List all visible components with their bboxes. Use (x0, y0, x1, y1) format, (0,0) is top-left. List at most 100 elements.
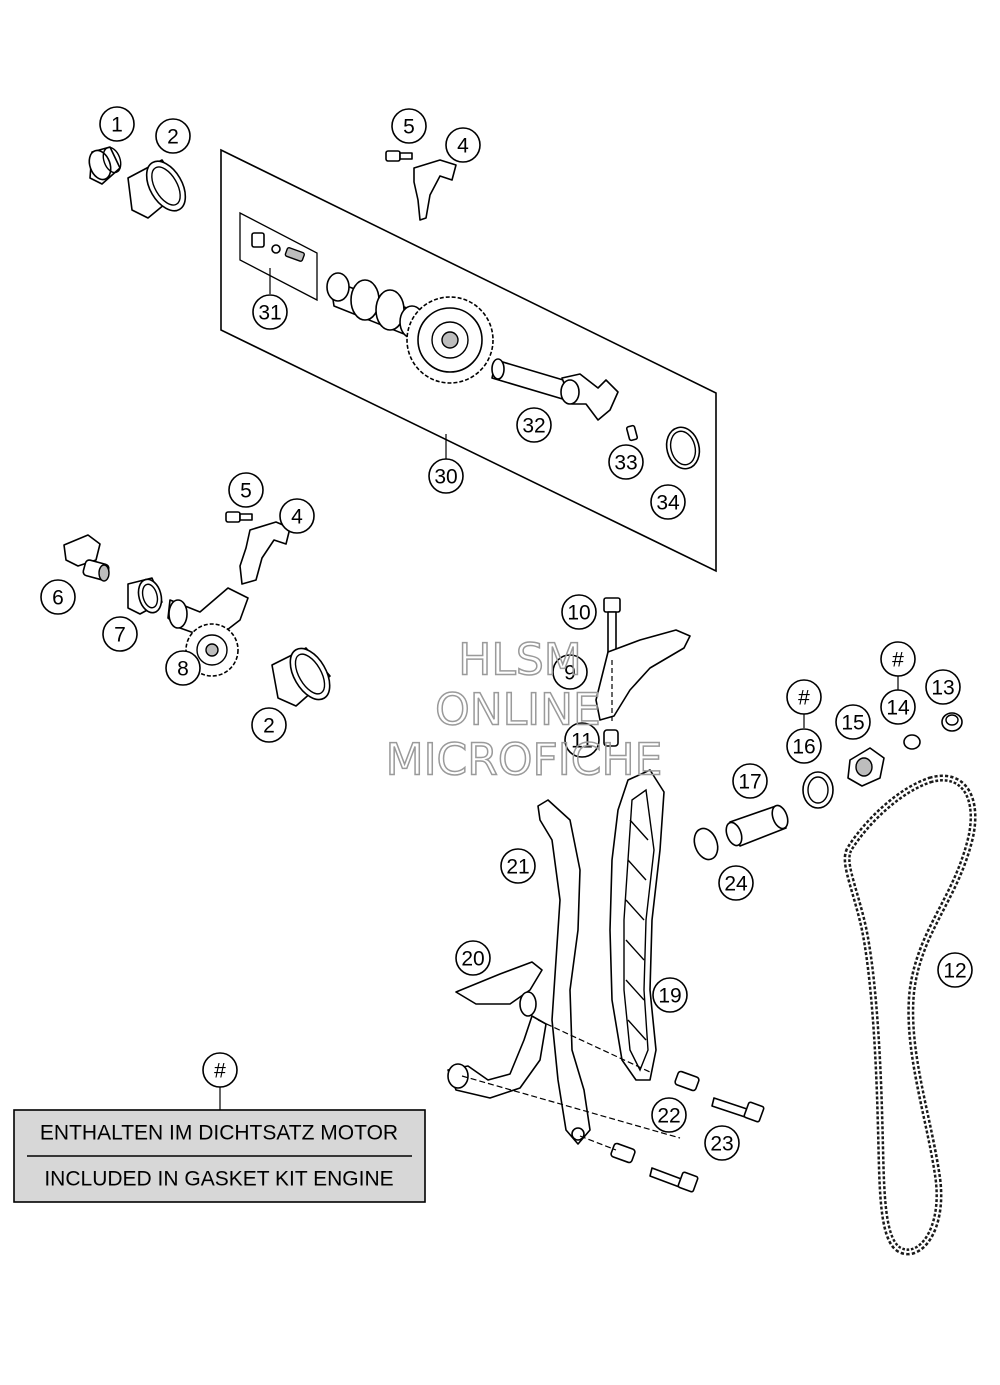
callout-22: 22 (651, 1097, 687, 1133)
callout-label: 9 (564, 662, 576, 685)
callout-circle (391, 108, 427, 144)
part-4-bracket-top (413, 159, 457, 221)
callout-30: 30 (428, 458, 464, 494)
callout-9: 9 (552, 654, 588, 690)
callout-label: 34 (656, 492, 680, 515)
part-4-bracket-lower (239, 521, 291, 585)
callout-label: 15 (841, 712, 864, 735)
callout-circle (228, 472, 264, 508)
callout-7: 7 (102, 616, 138, 652)
part-15-screw-plug (847, 747, 885, 787)
callout-label: 23 (710, 1133, 733, 1156)
part-17-tensioner-piston (725, 804, 789, 847)
callout-label: 4 (291, 506, 303, 529)
callout-circle (102, 616, 138, 652)
callout-label: # (798, 687, 810, 710)
callout-hash: # (786, 679, 822, 715)
part-7-bearing (127, 577, 163, 615)
callout-label: 2 (263, 715, 275, 738)
part-5-bolt-lower (225, 511, 253, 523)
part-1-bearing (88, 146, 122, 185)
callout-circle (500, 848, 536, 884)
callout-circle (786, 728, 822, 764)
callout-label: 11 (571, 730, 593, 753)
callout-circle (455, 940, 491, 976)
callout-label: 24 (724, 873, 748, 896)
watermark-line-3: MICROFICHE (386, 735, 663, 786)
callout-label: 12 (943, 960, 966, 983)
leader-lines (219, 268, 899, 1151)
callout-label: 2 (167, 126, 179, 149)
callout-label: 32 (522, 415, 545, 438)
callout-circle (165, 650, 201, 686)
callout-circle (552, 654, 588, 690)
callout-label: 17 (738, 771, 761, 794)
callout-label: 4 (457, 135, 469, 158)
callout-circle (835, 704, 871, 740)
part-23-bolts (649, 1097, 765, 1193)
callout-20: 20 (455, 940, 491, 976)
callout-11: 11 (564, 722, 600, 758)
callout-circle (561, 594, 597, 630)
callout-2: 2 (155, 118, 191, 154)
callout-4: 4 (279, 498, 315, 534)
callout-5: 5 (228, 472, 264, 508)
callout-label: 5 (240, 480, 252, 503)
callout-circle (650, 484, 686, 520)
part-16-seal-ring (802, 771, 834, 809)
callout-label: 33 (614, 452, 637, 475)
callout-circle (251, 707, 287, 743)
legend-line-english: INCLUDED IN GASKET KIT ENGINE (44, 1168, 393, 1191)
callout-circle (937, 952, 973, 988)
legend-box: ENTHALTEN IM DICHTSATZ MOTOR INCLUDED IN… (13, 1109, 426, 1203)
callout-19: 19 (652, 977, 688, 1013)
part-5-bolt-top (385, 150, 413, 162)
callout-label: 20 (461, 948, 484, 971)
legend-line-german: ENTHALTEN IM DICHTSATZ MOTOR (40, 1122, 398, 1145)
callout-circle (202, 1052, 238, 1088)
callout-15: 15 (835, 704, 871, 740)
watermark-line-1: HLSM (458, 635, 582, 686)
part-34-circlip (665, 426, 701, 470)
callout-hash: # (880, 641, 916, 677)
callout-13: 13 (925, 669, 961, 705)
callout-circle (925, 669, 961, 705)
callout-21: 21 (500, 848, 536, 884)
callout-circle (786, 679, 822, 715)
callout-circle (608, 444, 644, 480)
callout-23: 23 (704, 1125, 740, 1161)
callout-circle (652, 977, 688, 1013)
callout-circle (651, 1097, 687, 1133)
part-2-bearing-top (127, 159, 187, 219)
part-31-small-parts (251, 232, 305, 262)
watermark-line-2: ONLINE (435, 685, 601, 736)
callout-circle (516, 407, 552, 443)
camshaft-assembly-frame (220, 148, 717, 573)
callout-17: 17 (732, 763, 768, 799)
part-6-valve (63, 534, 110, 582)
part-21-tensioning-rail (537, 799, 591, 1145)
callout-24: 24 (718, 865, 754, 901)
callout-label: 19 (658, 985, 681, 1008)
callout-4: 4 (445, 127, 481, 163)
callout-circle (155, 118, 191, 154)
callout-label: 7 (114, 624, 126, 647)
part-13-plug (941, 712, 963, 732)
callout-10: 10 (561, 594, 597, 630)
callout-label: # (214, 1060, 226, 1083)
part-22-sleeves (610, 1070, 700, 1164)
part-31-inset-box (239, 211, 318, 302)
callout-14: 14 (880, 689, 916, 725)
callout-circle (880, 689, 916, 725)
callout-circle (279, 498, 315, 534)
callout-label: 21 (506, 856, 529, 879)
camshaft (326, 272, 494, 384)
part-10-bolt (603, 597, 621, 657)
callout-6: 6 (40, 579, 76, 615)
callout-label: 1 (111, 114, 123, 137)
callout-circle (445, 127, 481, 163)
part-24-oring (693, 827, 719, 861)
callout-12: 12 (937, 952, 973, 988)
